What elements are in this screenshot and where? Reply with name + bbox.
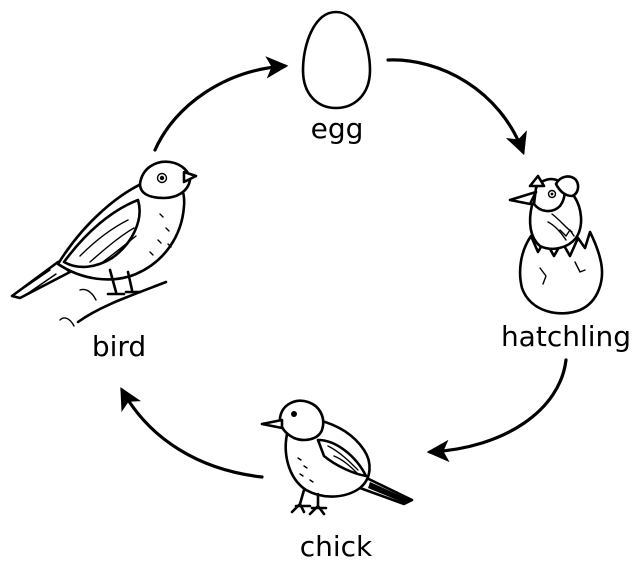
label-hatchling: hatchling	[501, 320, 631, 353]
bird-illustration	[12, 162, 196, 326]
arrow-hatchling-to-chick	[430, 360, 566, 452]
arrow-bird-to-egg	[155, 66, 285, 150]
arrow-egg-to-hatchling	[388, 60, 523, 152]
label-egg: egg	[311, 112, 364, 145]
chick-illustration	[262, 401, 412, 514]
label-bird: bird	[92, 330, 146, 363]
hatchling-illustration	[510, 176, 602, 313]
label-chick: chick	[300, 530, 373, 563]
arrow-chick-to-bird	[122, 390, 262, 477]
egg-illustration	[303, 12, 370, 108]
